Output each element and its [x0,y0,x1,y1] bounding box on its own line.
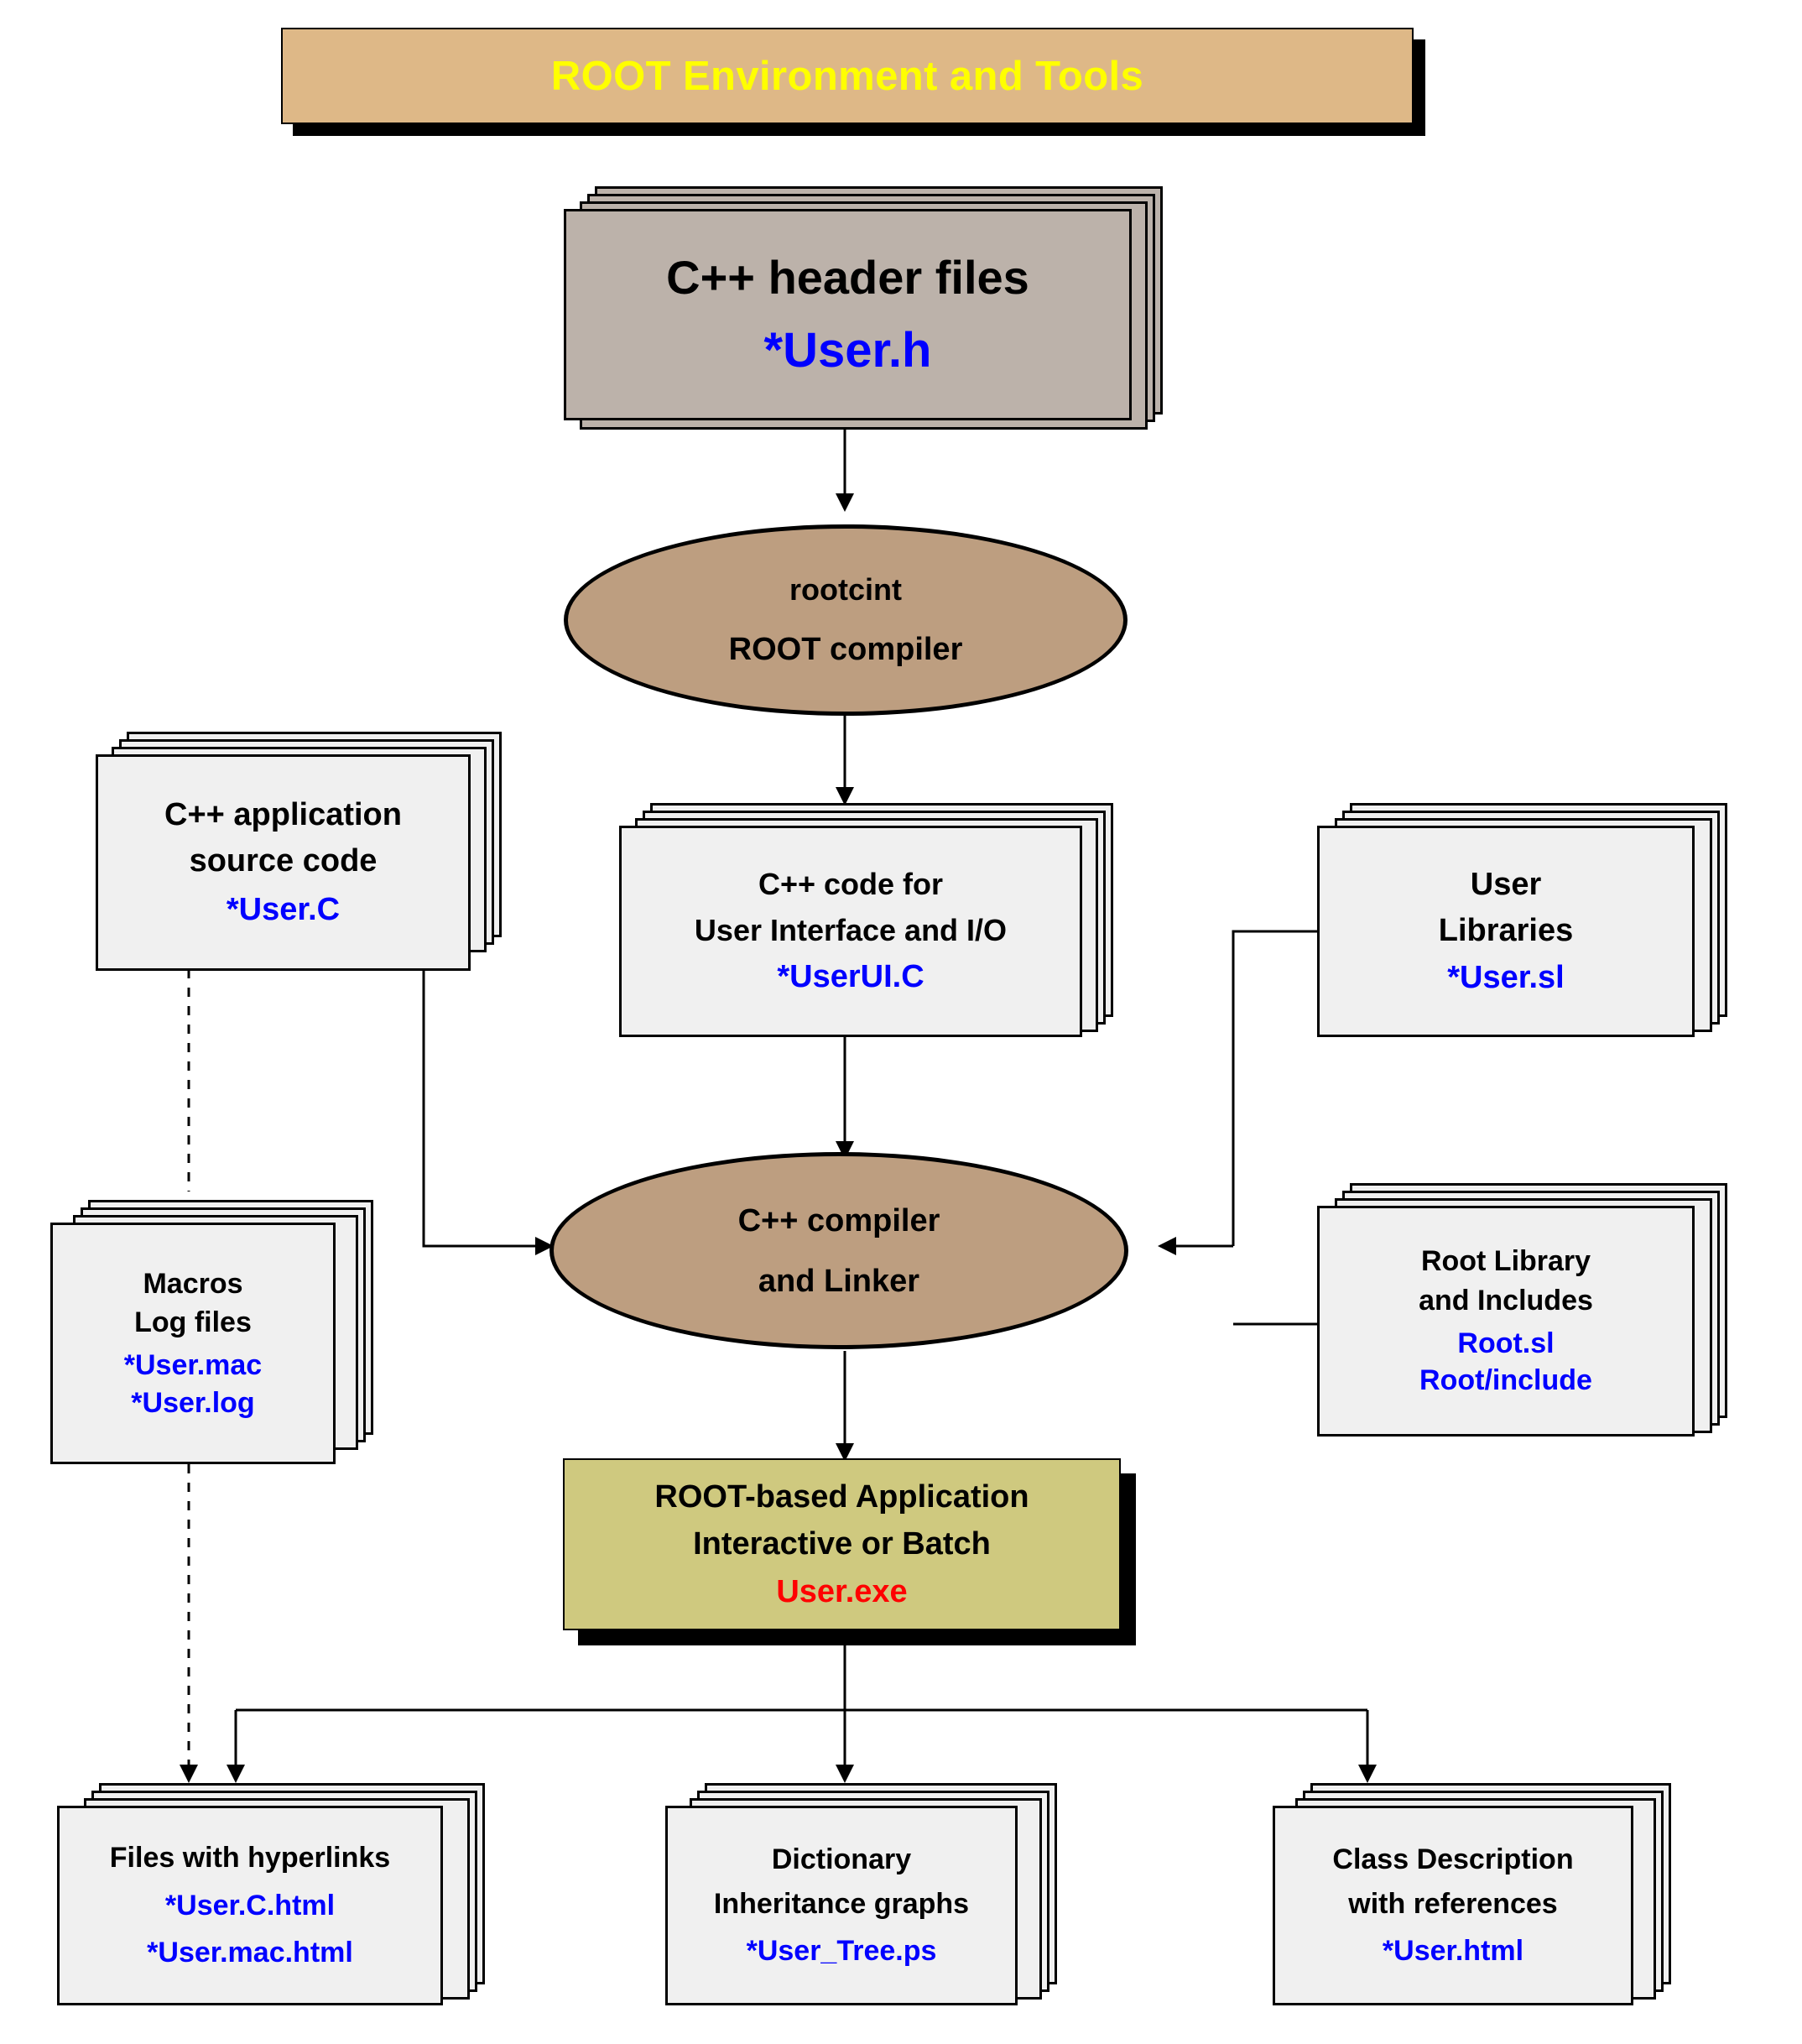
node-line: and Linker [758,1263,920,1299]
node-line: *User.mac.html [147,1937,353,1969]
node-line: Libraries [1438,913,1574,949]
dictionary-inheritance-graphs-face: Dictionary Inheritance graphs *User_Tree… [665,1806,1018,2005]
rootcint-compiler[interactable]: rootcint ROOT compiler [564,524,1128,716]
node-line: *User.C.html [164,1889,336,1921]
class-description-with-references-face: Class Description with references *User.… [1273,1806,1633,2005]
node-line: C++ compiler [737,1202,940,1238]
wire-userlibs-bus [1232,930,1317,1246]
node-line: Inheritance graphs [713,1887,970,1920]
node-line: Dictionary [771,1843,912,1875]
user-libraries-face: User Libraries *User.sl [1317,826,1695,1037]
node-line: C++ code for [758,867,944,902]
page-title: ROOT Environment and Tools [281,28,1414,124]
page-title-text: ROOT Environment and Tools [550,53,1144,99]
wire-appsource-to-linker [422,969,554,1255]
node-line: *User.sl [1447,959,1565,995]
node-line: *User.C [226,891,341,927]
node-line: *User.mac [123,1349,263,1381]
cpp-code-user-interface-io-face: C++ code for User Interface and I/O *Use… [619,826,1082,1037]
node-line: Root/include [1419,1364,1592,1397]
node-line: User Interface and I/O [694,913,1008,948]
root-based-application[interactable]: ROOT-based Application Interactive or Ba… [563,1458,1121,1630]
node-line: C++ application [164,797,402,833]
node-line: rootcint [789,572,902,607]
node-line: User.exe [776,1573,908,1609]
macros-log-files-face: Macros Log files *User.mac *User.log [50,1223,336,1464]
node-line: User [1470,867,1542,903]
cpp-compiler-and-linker[interactable]: C++ compiler and Linker [549,1152,1128,1349]
node-line: *User_Tree.ps [746,1935,937,1968]
root-library-and-includes-face: Root Library and Includes Root.sl Root/i… [1317,1206,1695,1437]
cpp-application-source-code-face: C++ application source code *User.C [96,754,471,971]
node-line: C++ header files [666,251,1029,305]
node-line: *User.log [131,1386,255,1419]
node-line: *User.html [1382,1935,1524,1968]
node-line: source code [189,843,378,879]
node-line: Class Description [1332,1843,1574,1875]
node-line: Root Library [1420,1245,1591,1277]
node-line: *User.h [763,322,932,378]
node-line: Root.sl [1457,1327,1555,1359]
node-line: Macros [143,1267,243,1300]
node-line: Files with hyperlinks [109,1841,391,1874]
files-with-hyperlinks-face: Files with hyperlinks *User.C.html *User… [57,1806,443,2005]
node-line: and Includes [1419,1284,1593,1317]
node-line: Log files [134,1306,252,1339]
node-line: ROOT compiler [728,632,963,667]
cpp-header-files-face: C++ header files *User.h [564,209,1132,420]
node-line: Interactive or Batch [693,1526,991,1562]
node-line: with references [1348,1887,1558,1920]
node-line: ROOT-based Application [654,1479,1029,1515]
node-line: *UserUI.C [777,959,924,995]
